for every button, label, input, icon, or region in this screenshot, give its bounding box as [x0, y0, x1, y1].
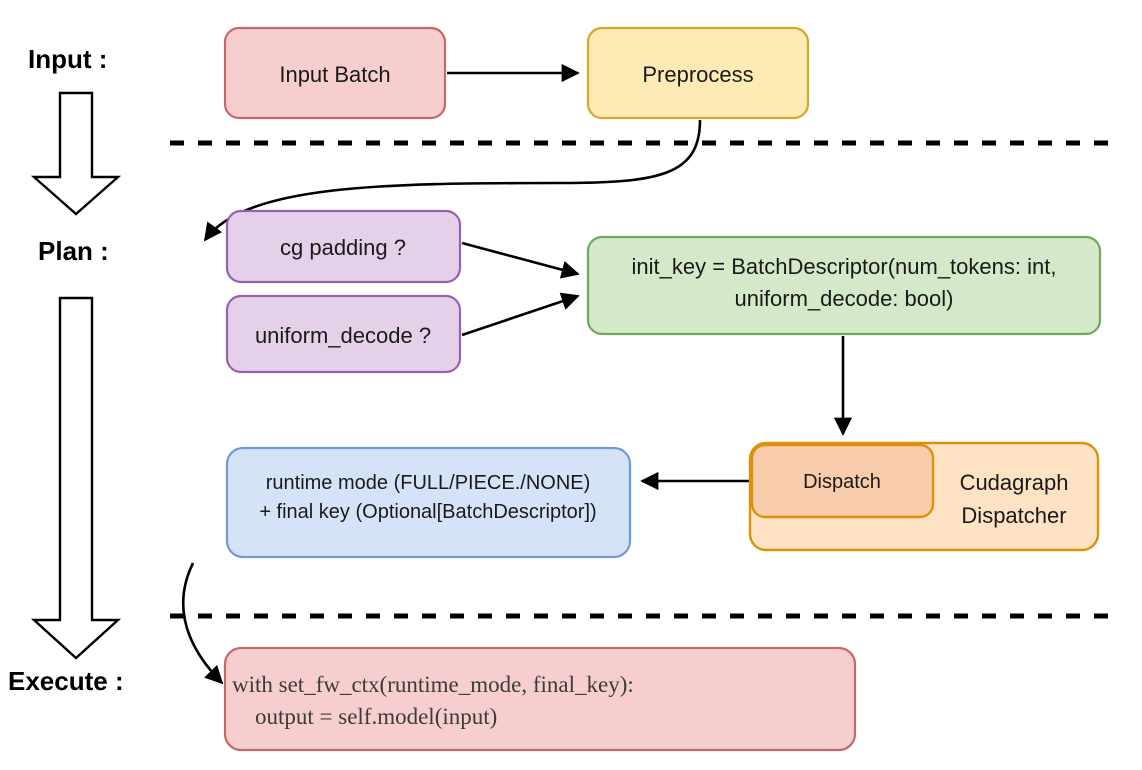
stage-label-plan: Plan :	[38, 236, 109, 266]
node-runtime-mode-label-line1: runtime mode (FULL/PIECE./NONE)	[266, 472, 591, 494]
node-init-key-shape	[586, 235, 1102, 336]
node-cg-padding-label: cg padding ?	[280, 235, 406, 260]
node-runtime-mode-shape	[225, 446, 632, 559]
edge-uniform-decode-to-init-key	[461, 292, 580, 337]
node-preprocess-shape	[586, 26, 810, 120]
node-preprocess[interactable]: Preprocess	[586, 26, 810, 120]
node-execute-code-line1: with set_fw_ctx(runtime_mode, final_key)…	[232, 672, 634, 697]
stage-label-execute: Execute :	[8, 666, 124, 696]
node-dispatch[interactable]: Dispatch	[750, 443, 935, 519]
node-input-batch-label: Input Batch	[279, 62, 390, 87]
stage-label-input: Input :	[28, 44, 107, 74]
node-dispatch-shape	[750, 443, 935, 519]
edge-preprocess-to-cg-padding	[203, 119, 702, 242]
node-init-key-label-line1: init_key = BatchDescriptor(num_tokens: i…	[632, 254, 1057, 279]
node-uniform-decode[interactable]: uniform_decode ?	[225, 294, 462, 374]
node-runtime-mode[interactable]: runtime mode (FULL/PIECE./NONE) + final …	[225, 446, 632, 559]
node-init-key-label-line2: uniform_decode: bool)	[735, 286, 954, 311]
edge-cg-padding-to-init-key	[461, 241, 580, 279]
node-dispatch-label: Dispatch	[803, 471, 881, 493]
node-input-batch[interactable]: Input Batch	[223, 26, 447, 120]
node-init-key[interactable]: init_key = BatchDescriptor(num_tokens: i…	[586, 235, 1102, 336]
node-cudagraph-dispatcher-label-line2: Dispatcher	[961, 503, 1066, 528]
edge-runtime-mode-to-execute-code	[181, 562, 224, 685]
node-execute-code[interactable]: with set_fw_ctx(runtime_mode, final_key)…	[223, 646, 857, 752]
node-input-batch-shape	[223, 26, 447, 120]
node-execute-code-shape	[223, 646, 857, 752]
node-runtime-mode-label-line2: + final key (Optional[BatchDescriptor])	[259, 501, 596, 523]
node-uniform-decode-label: uniform_decode ?	[255, 323, 431, 348]
node-uniform-decode-shape	[225, 294, 462, 374]
node-cg-padding[interactable]: cg padding ?	[225, 209, 462, 284]
block-arrow-plan-to-execute-icon	[30, 296, 122, 660]
node-cudagraph-dispatcher-label-line1: Cudagraph	[960, 470, 1069, 495]
node-execute-code-line2: output = self.model(input)	[232, 704, 497, 729]
node-cg-padding-shape	[225, 209, 462, 284]
node-preprocess-label: Preprocess	[642, 62, 753, 87]
block-arrow-input-to-plan-icon	[30, 91, 122, 216]
